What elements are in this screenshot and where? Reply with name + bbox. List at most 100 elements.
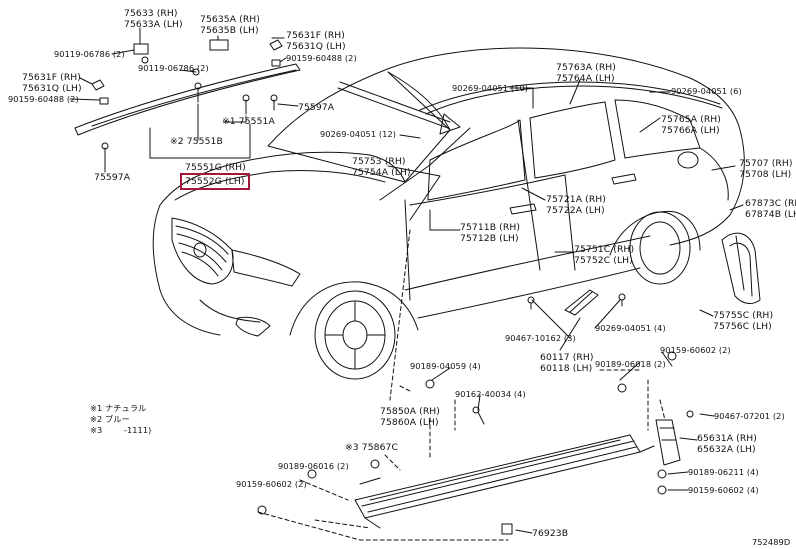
part-90159-60602-left-line: 90159-60602 (2) <box>236 479 307 489</box>
part-90189-04059-line: 90189-04059 (4) <box>410 361 481 371</box>
part-75751c-75752c-line: 75751C (RH) <box>574 244 635 255</box>
part-75631f-75631q-top-line: 75631Q (LH) <box>286 41 346 52</box>
part-75597a-upper-line: 75597A <box>298 102 335 113</box>
part-75631f-75631q-top: 75631F (RH)75631Q (LH) <box>286 30 346 52</box>
part-75763a-75764a-line: 75763A (RH) <box>556 62 616 73</box>
part-67873c-67874b-line: 67874B (LH) <box>745 209 796 220</box>
part-90189-06018-right-line: 90189-06018 (2) <box>595 359 666 369</box>
part-75631f-75631q-left-line: 75631Q (LH) <box>22 83 82 94</box>
part-75597a-lower-line: 75597A <box>94 172 131 183</box>
part-90269-04051-mid: 90269-04051 (12) <box>320 129 397 140</box>
part-90159-60602-bottom: 90159-60602 (4) <box>688 485 759 496</box>
part-90162-40034-line: 90162-40034 (4) <box>455 389 526 399</box>
part-75633-75633a: 75633 (RH)75633A (LH) <box>124 8 183 30</box>
part-90189-06018-right: 90189-06018 (2) <box>595 359 666 370</box>
part-75711b-75712b-line: 75711B (RH) <box>460 222 521 233</box>
part-90159-60602-right-line: 90159-60602 (2) <box>660 345 731 355</box>
part-90159-60488-left-line: 90159-60488 (2) <box>8 94 79 104</box>
part-75633-75633a-line: 75633A (LH) <box>124 19 183 30</box>
part-76923b: 76923B <box>532 528 568 539</box>
part-75552g: 75552G (LH) <box>180 173 250 190</box>
part-60117-60118: 60117 (RH)60118 (LH) <box>540 352 594 374</box>
part-65631a-65632a: 65631A (RH)65632A (LH) <box>697 433 757 455</box>
part-75755c-75756c-line: 75756C (LH) <box>713 321 772 332</box>
part-75765a-75766a: 75765A (RH)75766A (LH) <box>661 114 721 136</box>
part-75721a-75722a-line: 75721A (RH) <box>546 194 606 205</box>
part-90189-06211: 90189-06211 (4) <box>688 467 759 478</box>
note-1-line: ※1 ナチュラル <box>90 403 147 413</box>
part-75867c-line: ※3 75867C <box>345 442 399 453</box>
part-75763a-75764a: 75763A (RH)75764A (LH) <box>556 62 616 84</box>
roof-moulding-assembly <box>69 27 301 173</box>
note-2: ※2 ブルー <box>90 414 130 425</box>
part-90269-04051-right-line: 90269-04051 (6) <box>671 86 742 96</box>
part-75551a: ※1 75551A <box>222 116 275 127</box>
part-75551g-line: 75551G (RH) <box>185 162 246 173</box>
part-75711b-75712b-line: 75712B (LH) <box>460 233 519 244</box>
part-75551a-line: ※1 75551A <box>222 116 275 127</box>
part-75721a-75722a: 75721A (RH)75722A (LH) <box>546 194 606 216</box>
part-75597a-lower: 75597A <box>94 172 130 183</box>
part-75633-75633a-line: 75633 (RH) <box>124 8 178 19</box>
part-75850a-75860a-line: 75860A (LH) <box>380 417 439 428</box>
part-90467-10162-line: 90467-10162 (3) <box>505 333 576 343</box>
body-leaders <box>387 79 744 411</box>
diagram-id-line: 752489D <box>752 537 791 547</box>
part-75707-75708-line: 75707 (RH) <box>739 158 793 169</box>
part-75867c: ※3 75867C <box>345 442 398 453</box>
part-75552g-line: 75552G (LH) <box>185 176 245 187</box>
part-75850a-75860a-line: 75850A (RH) <box>380 406 440 417</box>
part-60117-60118-line: 60117 (RH) <box>540 352 594 363</box>
side-clip-parts <box>527 289 626 316</box>
part-90269-04051-top-line: 90269-04051 (10) <box>452 83 529 93</box>
fastener-clips <box>257 351 715 535</box>
part-75635a-75635b: 75635A (RH)75635B (LH) <box>200 14 260 36</box>
mudguard-parts <box>721 232 761 304</box>
moulding-direction-arrow <box>337 81 461 135</box>
part-90269-04051-right: 90269-04051 (6) <box>671 86 742 97</box>
part-90189-06016-line: 90189-06016 (2) <box>278 461 349 471</box>
part-75635a-75635b-line: 75635B (LH) <box>200 25 259 36</box>
vehicle-body <box>152 47 745 380</box>
rear-lower-bracket <box>655 419 681 466</box>
part-75755c-75756c-line: 75755C (RH) <box>713 310 774 321</box>
part-90189-06016: 90189-06016 (2) <box>278 461 349 472</box>
note-3: ※3 -1111) <box>90 425 151 436</box>
part-275551b: ※2 75551B <box>170 136 223 147</box>
part-65631a-65632a-line: 65631A (RH) <box>697 433 757 444</box>
part-90467-10162: 90467-10162 (3) <box>505 333 576 344</box>
part-90119-06786-mid: 90119-06786 (2) <box>138 63 209 74</box>
part-90269-04051-low-line: 90269-04051 (4) <box>595 323 666 333</box>
part-90269-04051-low: 90269-04051 (4) <box>595 323 666 334</box>
part-75755c-75756c: 75755C (RH)75756C (LH) <box>713 310 773 332</box>
part-75551g: 75551G (RH) <box>185 162 246 173</box>
rocker-panel <box>257 229 666 541</box>
note-1: ※1 ナチュラル <box>90 403 147 414</box>
part-75707-75708-line: 75708 (LH) <box>739 169 792 180</box>
diagram-id: 752489D <box>752 537 791 548</box>
part-75631f-75631q-left-line: 75631F (RH) <box>22 72 81 83</box>
part-90159-60488-top-line: 90159-60488 (2) <box>286 53 357 63</box>
part-90467-07201: 90467-07201 (2) <box>714 411 785 422</box>
part-90119-06786-mid-line: 90119-06786 (2) <box>138 63 209 73</box>
part-75751c-75752c: 75751C (RH)75752C (LH) <box>574 244 634 266</box>
part-67873c-67874b-line: 67873C (RH) <box>745 198 796 209</box>
part-75753-75754a-line: 75754A (LH) <box>352 167 411 178</box>
part-90269-04051-mid-line: 90269-04051 (12) <box>320 129 397 139</box>
part-90119-06786-top: 90119-06786 (2) <box>54 49 125 60</box>
part-90162-40034: 90162-40034 (4) <box>455 389 526 400</box>
part-90159-60488-left: 90159-60488 (2) <box>8 94 79 105</box>
part-75753-75754a-line: 75753 (RH) <box>352 156 406 167</box>
part-75765a-75766a-line: 75766A (LH) <box>661 125 720 136</box>
part-75753-75754a: 75753 (RH)75754A (LH) <box>352 156 411 178</box>
part-90159-60602-left: 90159-60602 (2) <box>236 479 307 490</box>
part-90467-07201-line: 90467-07201 (2) <box>714 411 785 421</box>
part-75631f-75631q-left: 75631F (RH)75631Q (LH) <box>22 72 82 94</box>
part-90189-04059: 90189-04059 (4) <box>410 361 481 372</box>
note-2-line: ※2 ブルー <box>90 414 130 424</box>
part-75707-75708: 75707 (RH)75708 (LH) <box>739 158 793 180</box>
part-76923b-line: 76923B <box>532 528 569 539</box>
part-65631a-65632a-line: 65632A (LH) <box>697 444 756 455</box>
